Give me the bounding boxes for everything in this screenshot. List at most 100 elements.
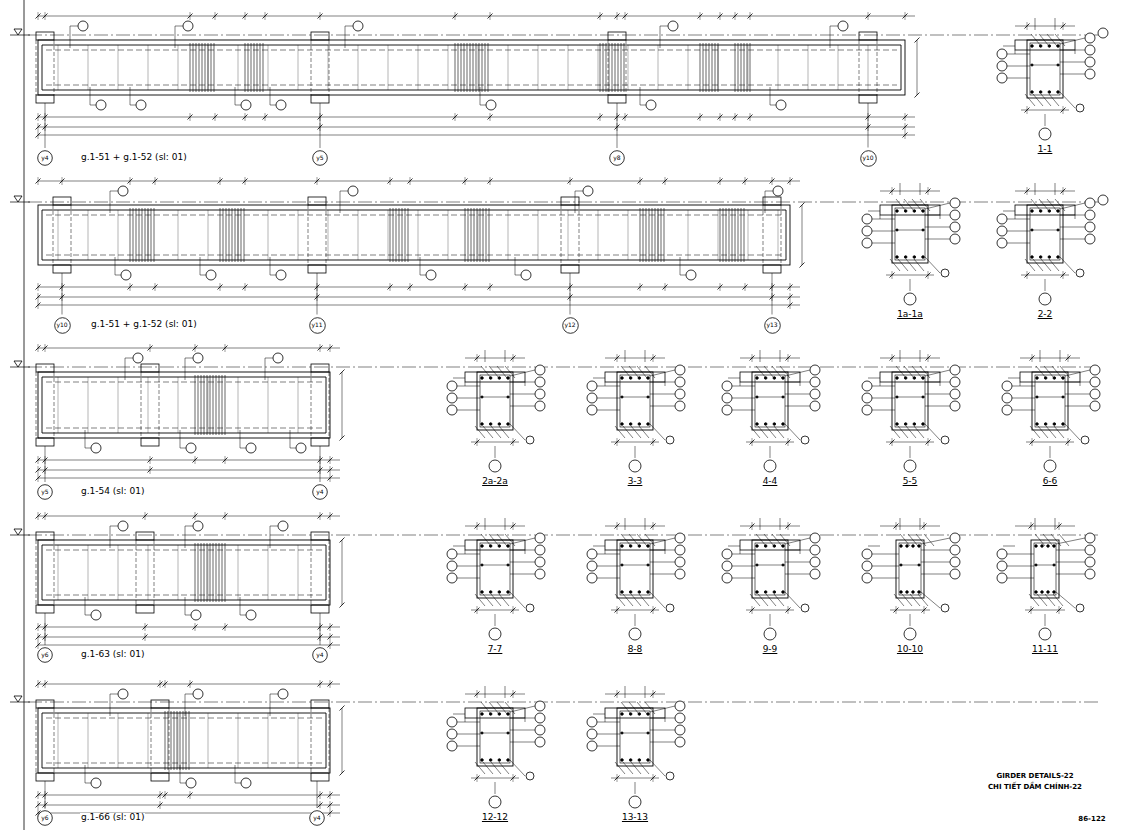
stirrup — [448, 210, 449, 260]
stirrup — [738, 208, 739, 262]
leader-line — [70, 26, 71, 48]
leader-line — [510, 382, 535, 383]
callout-circle — [535, 401, 545, 411]
extension-line — [896, 522, 897, 530]
stirrup — [700, 43, 701, 92]
extra-rebar — [46, 382, 322, 383]
callout-circle — [675, 377, 685, 387]
leader-line — [1060, 203, 1085, 209]
slab-break — [605, 718, 606, 722]
stirrup — [778, 45, 779, 90]
rebar-dot — [647, 759, 650, 762]
hatch-mark — [475, 594, 485, 606]
slab-break — [605, 382, 606, 386]
stirrup — [744, 208, 745, 262]
leader-line — [510, 730, 535, 731]
extension-line — [928, 438, 929, 446]
callout-circle — [206, 270, 216, 280]
column-stub — [763, 265, 781, 273]
column-line — [326, 205, 327, 265]
stirrup — [207, 375, 208, 435]
extension-line — [920, 518, 921, 530]
section-outline — [477, 372, 513, 430]
leader-line — [510, 706, 535, 712]
leader-line — [1007, 243, 1030, 244]
section-outline — [892, 372, 928, 430]
column-stub — [141, 364, 159, 372]
bubble-circle — [38, 151, 53, 166]
leader-line — [785, 538, 810, 544]
extension-line — [38, 456, 39, 464]
leader-line — [872, 243, 895, 244]
leader-line — [1060, 239, 1085, 240]
callout-circle — [675, 725, 685, 735]
callout-circle — [1081, 436, 1089, 444]
grid-bubble: y5 — [37, 484, 53, 500]
stirrup — [88, 713, 89, 768]
callout-circle — [1002, 405, 1012, 415]
level-marker — [14, 29, 22, 35]
leader-line — [1056, 538, 1085, 544]
leader-line — [1007, 578, 1034, 579]
dimension-line — [605, 526, 665, 527]
stirrup — [204, 543, 205, 602]
rebar-dot — [764, 545, 767, 548]
hatch-mark — [491, 762, 501, 774]
rebar-dot — [904, 423, 907, 426]
leader-line — [1056, 550, 1085, 551]
column-line — [877, 40, 878, 95]
extension-line — [600, 12, 601, 20]
section-marker — [629, 796, 641, 808]
extension-line — [455, 113, 456, 121]
extension-line — [145, 512, 146, 520]
stirrup — [718, 43, 719, 92]
rebar-hook — [42, 713, 43, 768]
leader-line — [830, 26, 831, 48]
slab-break — [940, 382, 941, 386]
extension-line — [477, 690, 478, 698]
callout-circle — [296, 443, 306, 453]
rebar-dot — [922, 256, 925, 259]
hatch-mark — [910, 594, 920, 606]
callout-circle — [810, 569, 820, 579]
extension-line — [1063, 187, 1064, 195]
rebar-dot — [1044, 377, 1047, 380]
extension-line — [215, 113, 216, 121]
stirrup — [189, 711, 190, 770]
stirrup — [618, 43, 619, 92]
extension-line — [752, 606, 753, 614]
callout-circle — [447, 549, 457, 559]
hatch-mark — [1045, 594, 1055, 606]
beam-name: g.1-66 (sl: 01) — [80, 813, 145, 823]
leader-line — [872, 219, 895, 220]
callout-circle — [587, 393, 597, 403]
extension-line — [410, 283, 411, 291]
stirrup — [358, 210, 359, 260]
column-line — [36, 372, 37, 438]
hatch-mark — [1025, 259, 1035, 271]
level-line — [10, 367, 30, 368]
callout-circle — [675, 365, 685, 375]
rebar-dot — [489, 591, 492, 594]
slab-break — [465, 718, 466, 722]
callout-circle — [447, 729, 457, 739]
stirrup — [615, 43, 616, 92]
hatch-mark — [1055, 34, 1065, 46]
grid-bubble: y4 — [309, 810, 325, 826]
rebar-dot — [621, 377, 624, 380]
grid-line — [772, 273, 773, 315]
callout-circle — [535, 389, 545, 399]
callout-circle — [997, 238, 1007, 248]
stirrup — [298, 377, 299, 433]
extra-rebar — [46, 595, 322, 596]
callout-circle — [950, 222, 960, 232]
leader-line — [770, 614, 771, 626]
beam-outline — [38, 205, 790, 265]
callout-circle — [587, 549, 597, 559]
stirrup — [402, 208, 403, 262]
rebar-dot — [782, 423, 785, 426]
column-stub — [151, 700, 169, 708]
callout-circle — [675, 545, 685, 555]
extension-line — [617, 354, 618, 362]
